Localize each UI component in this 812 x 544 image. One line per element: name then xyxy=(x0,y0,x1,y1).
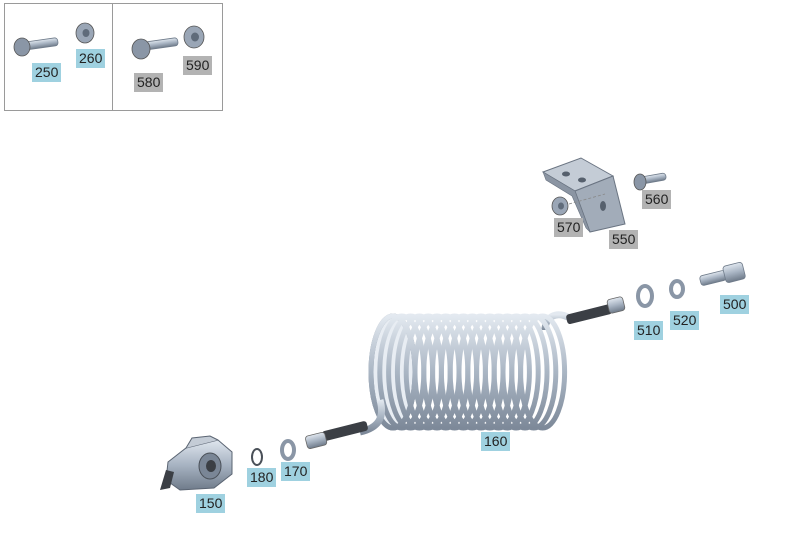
coil-ring xyxy=(482,313,532,431)
part-label-160[interactable]: 160 xyxy=(481,432,511,451)
fitting-500-icon xyxy=(699,262,746,286)
part-label-570[interactable]: 570 xyxy=(554,218,584,237)
part-label-170[interactable]: 170 xyxy=(281,462,311,481)
coil-ring xyxy=(491,313,541,431)
part-label-180[interactable]: 180 xyxy=(247,468,277,487)
part-label-500[interactable]: 500 xyxy=(720,295,750,314)
bolt-580-icon xyxy=(131,37,179,60)
washer-510-icon xyxy=(636,284,654,308)
part-label-510[interactable]: 510 xyxy=(634,321,664,340)
part-label-260[interactable]: 260 xyxy=(76,49,106,68)
nut-570-icon xyxy=(551,196,569,216)
coil-ring xyxy=(500,313,550,431)
part-label-580[interactable]: 580 xyxy=(134,73,164,92)
coupling-head-150-icon xyxy=(160,435,233,491)
nut-590-icon xyxy=(183,25,205,49)
nut-260-icon xyxy=(75,22,95,44)
coiled-hose-160-icon xyxy=(305,296,626,449)
bolt-250-icon xyxy=(13,37,59,57)
part-label-250[interactable]: 250 xyxy=(32,63,62,82)
coil-ring xyxy=(518,313,568,431)
washer-170-icon xyxy=(280,439,296,461)
washer-520-icon xyxy=(669,279,685,299)
bolt-560-icon xyxy=(633,172,667,191)
part-label-150[interactable]: 150 xyxy=(196,494,226,513)
coil-ring xyxy=(509,313,559,431)
part-label-520[interactable]: 520 xyxy=(670,311,700,330)
seal-ring-180-icon xyxy=(251,448,263,466)
part-label-590[interactable]: 590 xyxy=(183,56,213,75)
bracket-550-icon xyxy=(541,157,626,233)
part-label-560[interactable]: 560 xyxy=(642,190,672,209)
part-label-550[interactable]: 550 xyxy=(609,230,639,249)
